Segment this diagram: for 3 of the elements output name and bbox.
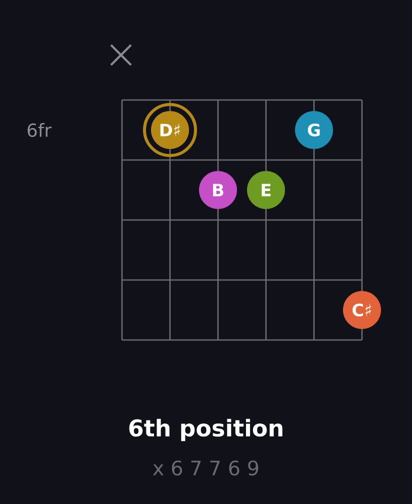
fingering-text: x 6 7 7 6 9 bbox=[152, 460, 258, 476]
chord-title: 6th position bbox=[129, 418, 282, 442]
fret-number: 6fr bbox=[28, 123, 52, 137]
